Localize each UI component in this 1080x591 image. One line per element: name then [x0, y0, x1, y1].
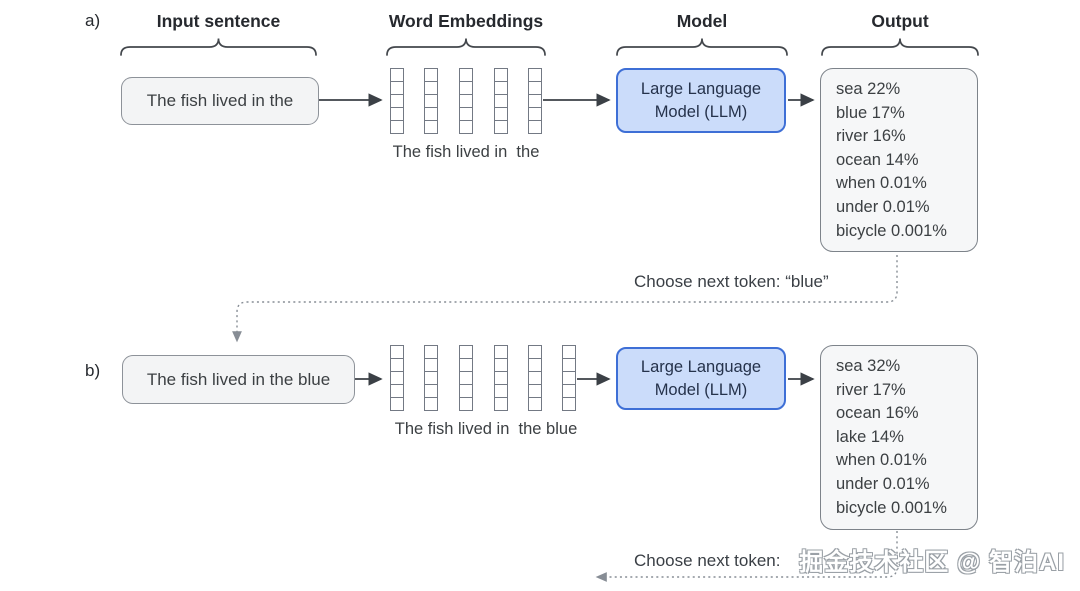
loop-connector-output-a-to-input-b	[232, 255, 898, 343]
embedding-column	[424, 345, 438, 411]
embedding-column	[424, 68, 438, 134]
output-line: under 0.01%	[836, 474, 930, 493]
embedding-column	[494, 345, 508, 411]
output-line: blue 17%	[836, 103, 905, 122]
column-header-input-sentence: Input sentence	[156, 11, 281, 31]
row-b-label: b)	[85, 361, 101, 380]
column-header-output: Output	[871, 11, 929, 31]
brace-word-embeddings	[386, 38, 546, 56]
choose-next-token-text-b: Choose next token:	[634, 551, 781, 570]
input-sentence-box-a: The fish lived in the	[121, 77, 319, 125]
output-line: bicycle 0.001%	[836, 221, 947, 240]
watermark: 掘金技术社区 @ 智泊AI	[799, 549, 1065, 576]
column-header-model: Model	[676, 11, 728, 31]
output-line: when 0.01%	[836, 451, 927, 470]
llm-model-box-a: Large Language Model (LLM)	[616, 68, 786, 133]
output-line: bicycle 0.001%	[836, 498, 947, 517]
brace-output	[821, 38, 979, 56]
input-sentence-box-b: The fish lived in the blue	[122, 355, 355, 404]
embedding-column	[528, 345, 542, 411]
output-probabilities-box-b: sea 32% river 17% ocean 16% lake 14% whe…	[820, 345, 978, 530]
embedding-column	[459, 345, 473, 411]
embedding-column	[562, 345, 576, 411]
output-line: lake 14%	[836, 427, 904, 446]
output-line: ocean 16%	[836, 404, 919, 423]
output-line: under 0.01%	[836, 197, 930, 216]
choose-next-token-text-a: Choose next token: “blue”	[634, 272, 829, 291]
output-line: sea 22%	[836, 80, 901, 98]
embedding-column	[528, 68, 542, 134]
output-line: river 16%	[836, 127, 906, 146]
column-header-word-embeddings: Word Embeddings	[388, 11, 544, 31]
output-line: ocean 14%	[836, 150, 919, 169]
row-a-label: a)	[85, 11, 101, 30]
brace-model	[616, 38, 788, 56]
embedding-column	[390, 345, 404, 411]
brace-input-sentence	[120, 38, 317, 56]
embedding-column	[390, 68, 404, 134]
embedding-caption-b: The fish lived in the blue	[394, 420, 578, 438]
output-line: when 0.01%	[836, 174, 927, 193]
output-line: river 17%	[836, 380, 906, 399]
output-probabilities-box-a: sea 22% blue 17% river 16% ocean 14% whe…	[820, 68, 978, 252]
embedding-column	[459, 68, 473, 134]
llm-model-box-b: Large Language Model (LLM)	[616, 347, 786, 410]
output-line: sea 32%	[836, 357, 901, 375]
embedding-column	[494, 68, 508, 134]
embedding-caption-a: The fish lived in the	[392, 143, 540, 161]
